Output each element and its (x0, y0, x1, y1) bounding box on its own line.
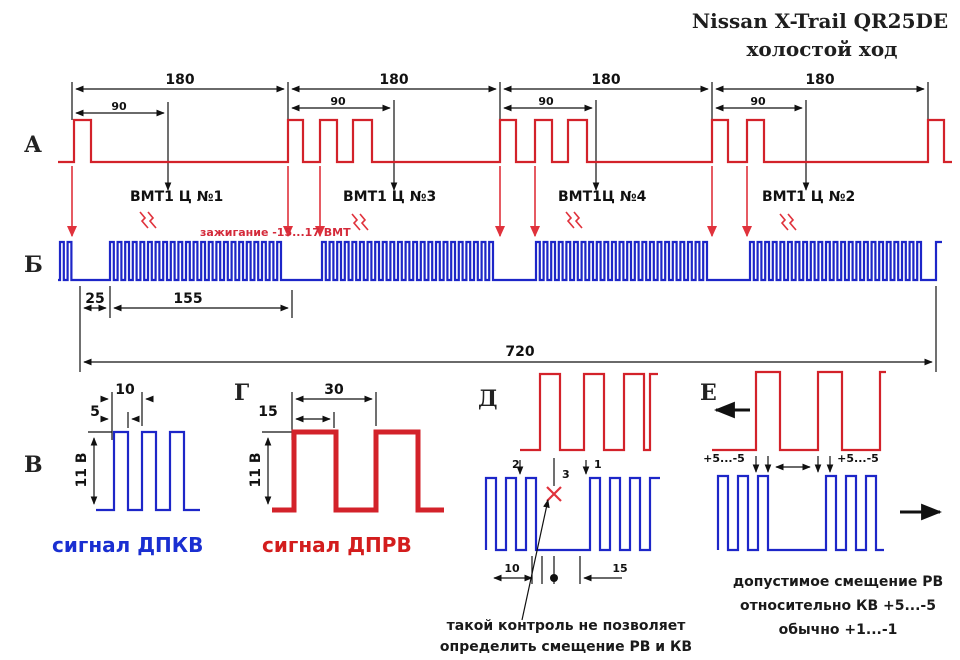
spark-icons (139, 211, 797, 231)
dim-label-180-seg2: 180 (379, 72, 408, 88)
dim-label-90-seg4: 90 (750, 95, 766, 108)
panel-v-dim-10: 10 (115, 382, 135, 398)
row-label-v: В (24, 452, 43, 478)
panel-g-caption: сигнал ДПРВ (262, 533, 412, 557)
panel-e-crank-waveform (716, 474, 884, 552)
dim-label-25: 25 (85, 291, 104, 307)
panel-v-caption: сигнал ДПКВ (52, 533, 203, 557)
panel-v-voltage: 11 В (74, 452, 90, 487)
dim-label-155: 155 (173, 291, 202, 307)
panel-g-dim-30: 30 (324, 382, 344, 398)
panel-g-waveform (272, 429, 444, 513)
panel-e-note-line-2: относительно КВ +5...-5 (740, 598, 936, 614)
spark-icon (779, 213, 789, 231)
panel-e-cam-waveform (712, 370, 886, 452)
panel-cam-sensor: 30 15 11 В сигнал ДПРВ (248, 382, 444, 557)
spark-icon (139, 211, 149, 229)
panel-e-dim-left: +5...-5 (703, 452, 745, 465)
error-cross-icon (546, 486, 562, 502)
dim-label-180-seg3: 180 (591, 72, 620, 88)
tdc-label-seg1: ВМТ1 Ц №1 (130, 189, 223, 205)
panel-d-crank-waveform (484, 476, 660, 552)
ignition-label: зажигание -15...17 ВМТ (200, 226, 351, 239)
spark-icon (351, 213, 361, 231)
panel-v-dim-5: 5 (90, 404, 100, 420)
panel-d-cam-waveform (520, 372, 658, 452)
title-line-1: Nissan X-Trail QR25DE (692, 9, 948, 33)
panel-e-note-line-3: обычно +1...-1 (779, 622, 898, 638)
dim-label-90-seg2: 90 (330, 95, 346, 108)
panel-e-note-line-1: допустимое смещение РВ (733, 574, 943, 590)
segment-dimensions: 180 90 ВМТ1 Ц №1 180 90 ВМТ1 Ц №3 180 90… (71, 72, 929, 205)
spark-icon (147, 211, 157, 229)
row-label-g: Г (234, 380, 249, 406)
tdc-label-seg3: ВМТ1Ц №4 (558, 189, 647, 205)
panel-g-dim-15: 15 (258, 404, 277, 420)
row-label-d: Д (478, 386, 498, 412)
tdc-label-seg4: ВМТ1 Ц №2 (762, 189, 855, 205)
spark-icon (359, 213, 369, 231)
panel-d-dim-15: 15 (612, 562, 627, 575)
dim-label-180-seg4: 180 (805, 72, 834, 88)
dim-label-180-seg1: 180 (165, 72, 194, 88)
spark-icon (573, 211, 583, 229)
title-line-2: холостой ход (746, 37, 897, 61)
reference-dot-icon (550, 574, 558, 582)
spark-icon (565, 211, 575, 229)
panel-d-note-line-1: такой контроль не позволяет (447, 618, 687, 634)
panel-d: 2 1 3 10 15 такой контроль не позволяет … (440, 372, 692, 655)
crank-dimensions: 25 155 720 (79, 286, 937, 372)
dim-label-90-seg3: 90 (538, 95, 554, 108)
spark-icon (787, 213, 797, 231)
panel-g-voltage: 11 В (248, 452, 264, 487)
dim-label-90-seg1: 90 (111, 100, 127, 113)
panel-d-dim-10: 10 (504, 562, 520, 575)
panel-d-note-line-2: определить смещение РВ и КВ (440, 639, 692, 655)
cam-to-crank-arrows (66, 166, 753, 238)
cam-signal-a (58, 118, 952, 164)
row-label-b: Б (24, 252, 43, 278)
panel-d-mark-2: 2 (512, 458, 520, 471)
tdc-label-seg2: ВМТ1 Ц №3 (343, 189, 436, 205)
row-label-a: А (24, 132, 42, 158)
crank-signal-b (58, 240, 942, 282)
panel-d-mark-3: 3 (562, 468, 570, 481)
panel-e-dim-right: +5...-5 (837, 452, 879, 465)
row-label-e: Е (700, 380, 717, 406)
panel-e: +5...-5 +5...-5 допустимое смещение РВ о… (703, 370, 943, 638)
panel-v-waveform (96, 430, 200, 512)
panel-crank-sensor: 10 5 11 В сигнал ДПКВ (52, 382, 203, 557)
panel-d-mark-1: 1 (594, 458, 602, 471)
dim-label-720: 720 (505, 344, 534, 360)
